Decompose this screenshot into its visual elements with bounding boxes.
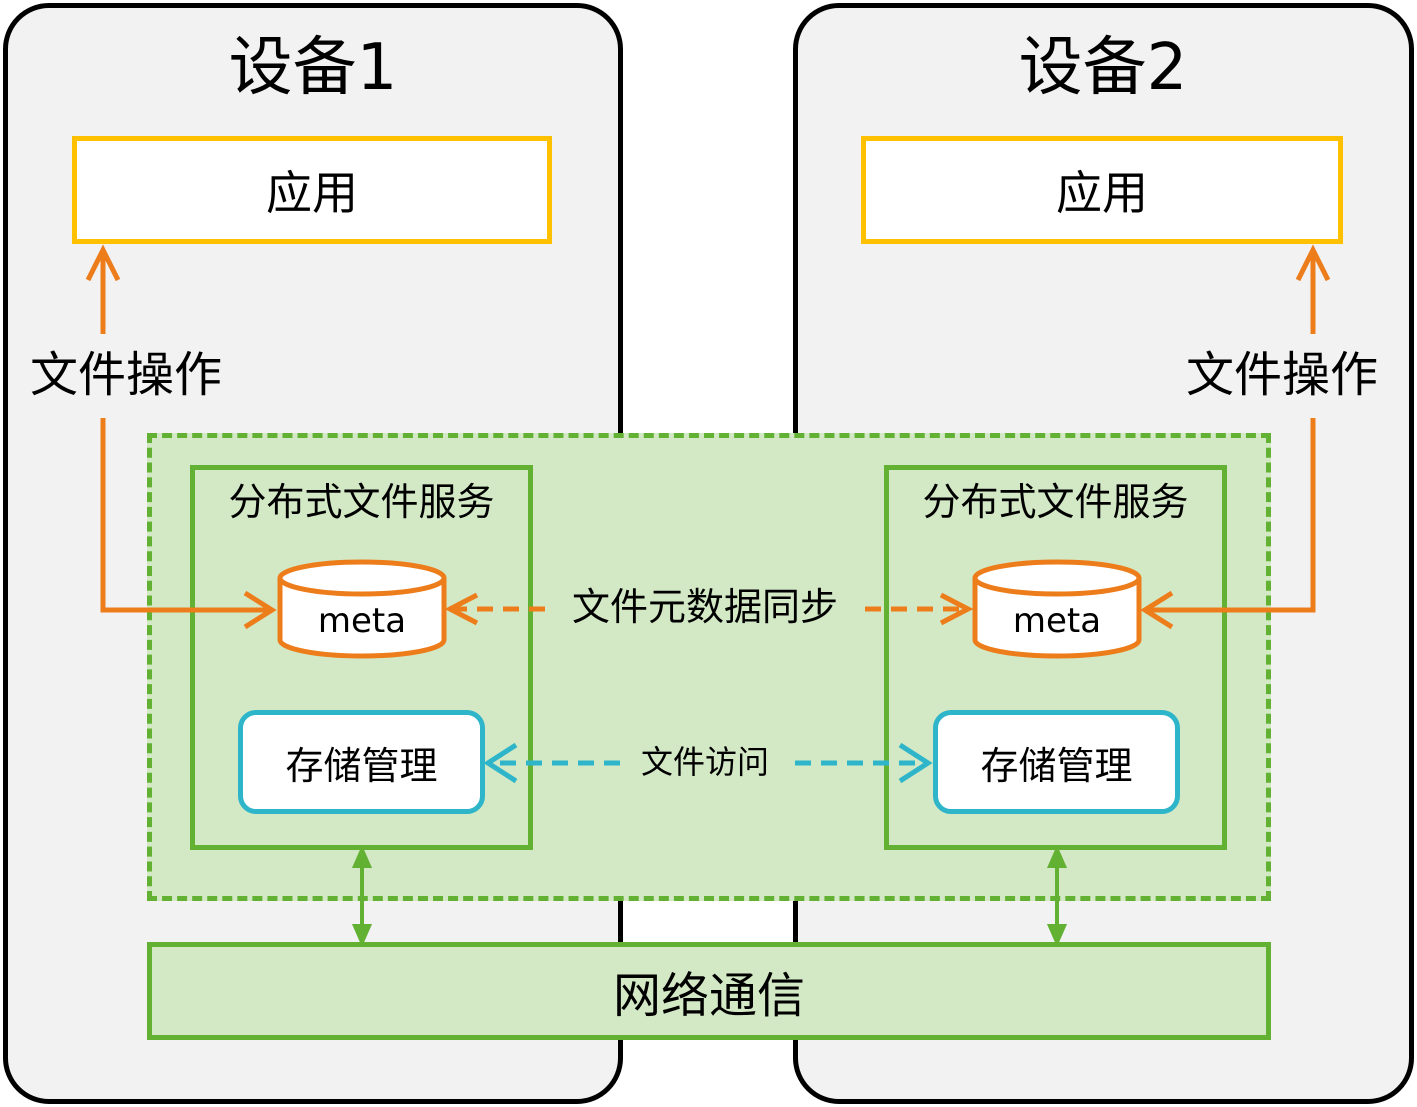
file-access-arrows xyxy=(483,742,933,784)
device-1-app-box: 应用 xyxy=(72,136,552,244)
device-1-meta-database-icon: meta xyxy=(277,559,447,659)
device-2-storage-management: 存储管理 xyxy=(933,710,1180,814)
device-2-meta-label: meta xyxy=(1013,601,1101,641)
device-1-app-label: 应用 xyxy=(266,166,358,220)
device-2-app-box: 应用 xyxy=(861,136,1343,244)
device-2-storage-label: 存储管理 xyxy=(980,743,1133,788)
device-1-storage-label: 存储管理 xyxy=(285,743,438,788)
device-1-meta-label: meta xyxy=(318,601,406,641)
network-communication-label: 网络通信 xyxy=(612,968,805,1024)
network-communication-bar: 网络通信 xyxy=(147,942,1271,1040)
device-2-meta-database-icon: meta xyxy=(972,559,1142,659)
device-1-service-title: 分布式文件服务 xyxy=(228,480,495,524)
distributed-file-region xyxy=(147,433,1271,901)
device-2-distributed-file-service xyxy=(884,465,1227,850)
device-1-storage-management: 存储管理 xyxy=(238,710,485,814)
device-1-title: 设备1 xyxy=(228,31,398,105)
device-2-app-label: 应用 xyxy=(1056,166,1148,220)
device-2-file-operation-label: 文件操作 xyxy=(1186,347,1379,403)
metadata-sync-label: 文件元数据同步 xyxy=(571,585,838,629)
device-1-file-operation-connector xyxy=(85,244,277,630)
device-1-file-operation-label: 文件操作 xyxy=(30,347,223,403)
file-access-label: 文件访问 xyxy=(640,743,769,781)
device-2-title: 设备2 xyxy=(1018,31,1188,105)
device-2-file-operation-connector xyxy=(1140,244,1331,630)
device-2-service-title: 分布式文件服务 xyxy=(922,480,1189,524)
network-connectors xyxy=(351,845,1068,947)
metadata-sync-arrows xyxy=(444,592,974,626)
